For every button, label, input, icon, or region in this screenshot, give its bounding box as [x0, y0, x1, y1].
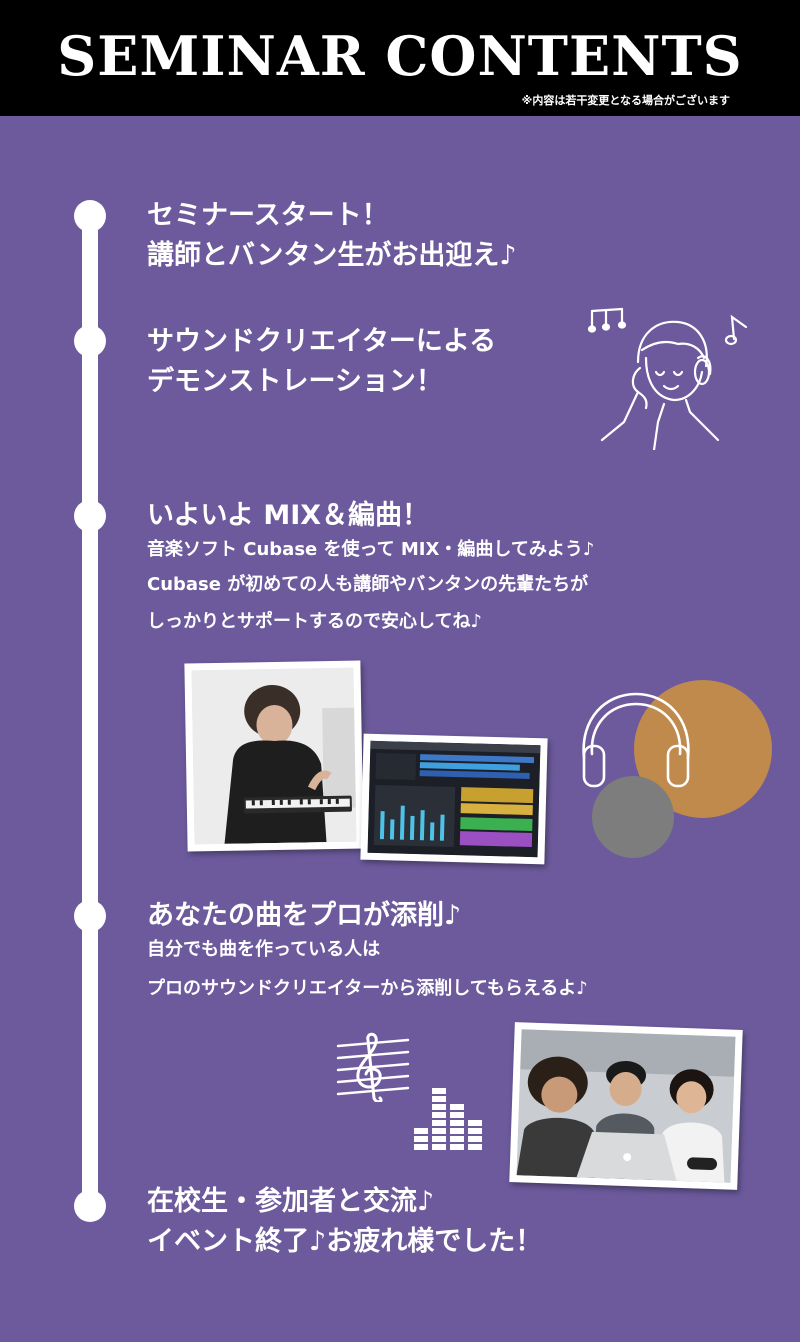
- equalizer-icon: [414, 1088, 482, 1150]
- step-5-title-line-1: 在校生・参加者と交流♪: [147, 1186, 435, 1217]
- step-5-title-line-2: イベント終了♪お疲れ様でした！: [147, 1226, 543, 1257]
- header-note: ※内容は若干変更となる場合がございます: [521, 94, 730, 107]
- step-2-title-line-1: サウンドクリエイターによる: [147, 326, 497, 357]
- step-3-title: いよいよ MIX＆編曲！: [147, 500, 430, 531]
- group-laptop-photo: [509, 1022, 743, 1190]
- step-3-body-line-2: Cubase が初めての人も講師やバンタンの先輩たちが: [147, 574, 589, 595]
- timeline-dot: [74, 500, 106, 532]
- treble-clef-icon: [336, 1032, 410, 1102]
- music-note-icon: [724, 314, 748, 346]
- timeline-line: [82, 214, 98, 1206]
- timeline-dot: [74, 200, 106, 232]
- step-4-body-line-2: プロのサウンドクリエイターから添削してもらえるよ♪: [147, 978, 588, 999]
- music-notes-icon: [588, 307, 627, 333]
- step-3-body-line-3: しっかりとサポートするので安心してね♪: [147, 611, 482, 632]
- step-1-title-line-2: 講師とバンタン生がお出迎え♪: [147, 240, 517, 271]
- step-4-title: あなたの曲をプロが添削♪: [147, 900, 462, 931]
- step-4-body-line-1: 自分でも曲を作っている人は: [147, 939, 381, 960]
- timeline-dot: [74, 1190, 106, 1222]
- gray-circle-decoration: [592, 776, 674, 858]
- headphone-person-icon: [600, 320, 720, 450]
- step-2-title-line-2: デモンストレーション！: [147, 366, 443, 397]
- keyboard-student-photo: [184, 660, 364, 852]
- daw-screenshot-photo: [360, 733, 548, 865]
- page-title: SEMINAR CONTENTS: [57, 24, 743, 88]
- header-bar: SEMINAR CONTENTS ※内容は若干変更となる場合がございます: [0, 0, 800, 116]
- step-3-body-line-1: 音楽ソフト Cubase を使って MIX・編曲してみよう♪: [147, 539, 595, 560]
- timeline-dot: [74, 325, 106, 357]
- timeline-dot: [74, 900, 106, 932]
- step-1-title-line-1: セミナースタート！: [147, 200, 389, 231]
- headphones-icon: [582, 692, 690, 788]
